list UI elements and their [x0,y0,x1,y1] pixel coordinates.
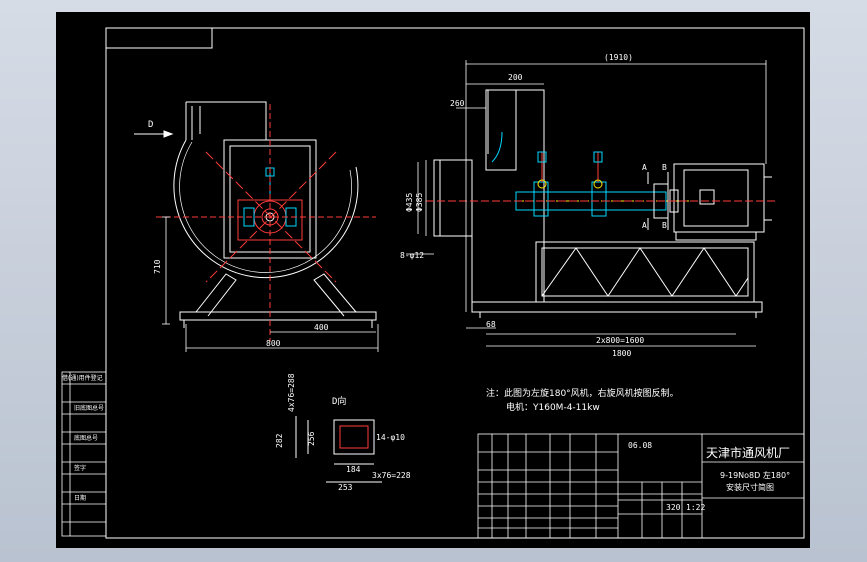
dim-1910: (1910) [604,53,633,62]
volute-housing [173,139,359,279]
truss-base [535,241,755,303]
note-line-2: 电机：Y160M-4-11kw [506,403,600,413]
dim-256: 256 [307,431,316,446]
dim-200: 200 [508,73,523,82]
view-d-title: D向 [332,395,346,407]
side-row-8: 日期 [74,495,87,502]
tb-date: 06.08 [628,441,652,450]
section-a-top: A [642,163,647,172]
left-leg [195,273,237,317]
side-table [61,371,107,537]
dim-184: 184 [346,465,361,474]
dim-282: 282 [275,433,284,448]
fan-front-view [173,101,377,328]
dim-14-holes: 14-φ10 [376,433,405,442]
drawing-sheet: D 710 400 800 [56,12,810,548]
dim-4x76: 4x76=288 [287,373,296,412]
motor [673,163,765,233]
section-b-top: B [662,163,667,172]
section-b-bottom: B [662,221,667,230]
inner-border [105,27,805,539]
tb-model: 9-19No8D 左180° [720,471,791,480]
dim-2x800: 2x800=1600 [596,336,644,345]
title-block [477,433,805,539]
dim-385: Φ385 [415,193,424,212]
tb-company: 天津市通风机厂 [706,446,791,460]
dim-710: 710 [153,259,162,274]
dim-400: 400 [314,323,329,332]
truss-web [541,247,749,297]
side-base [471,301,763,313]
section-a-bottom: A [642,221,647,230]
dim-68: 68 [486,320,496,329]
side-row-6: 签字 [74,465,87,472]
outlet-duct [185,101,267,140]
tb-weight: 320 [666,503,681,512]
side-row-0: 借(通)用件登记 [62,375,103,382]
note-line-1: 注：此图为左旋180°风机，右旋风机按图反制。 [486,389,679,399]
d-view-flange [295,416,382,483]
cad-canvas: D 710 400 800 [61,27,805,539]
side-row-2: 旧底图总号 [74,405,105,412]
view-d-label: D [148,120,153,130]
dim-800: 800 [266,339,281,348]
fan-side-view [433,89,772,318]
fan-base [179,311,377,321]
dim-253: 253 [338,483,353,492]
dim-435: Φ435 [405,193,414,212]
tb-title: 安装尺寸简图 [726,483,774,492]
tb-scale: 1:22 [686,503,705,512]
dim-holes-8: 8-φ12 [400,251,424,260]
right-leg [313,273,357,317]
dim-260: 260 [450,99,465,108]
dim-1800: 1800 [612,349,631,358]
side-row-4: 底图总号 [74,435,99,442]
dim-3x76: 3x76=228 [372,471,411,480]
corner-box [105,27,213,49]
side-casing [471,89,545,303]
